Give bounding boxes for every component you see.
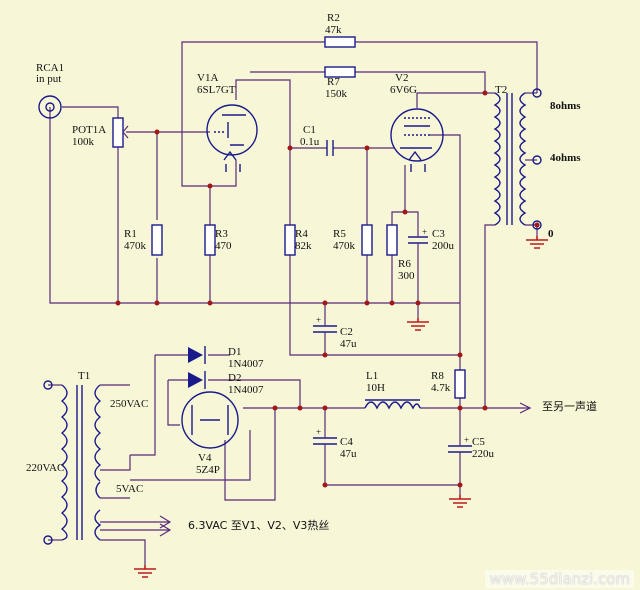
r2-label: R2 bbox=[327, 12, 340, 24]
pot1a-label: POT1A bbox=[72, 124, 107, 136]
r5-label: R5 bbox=[333, 228, 346, 240]
v2-type: 6V6G bbox=[390, 84, 417, 96]
r3-resistor bbox=[204, 224, 216, 256]
c1-label: C1 bbox=[303, 124, 316, 136]
r2-resistor bbox=[324, 36, 356, 48]
c1-value: 0.1u bbox=[300, 136, 320, 148]
svg-text:+: + bbox=[464, 435, 469, 445]
r4-value: 82k bbox=[295, 240, 312, 252]
c5-label: C5 bbox=[472, 436, 485, 448]
r3-label: R3 bbox=[215, 228, 228, 240]
c3-label: C3 bbox=[432, 228, 445, 240]
rca-jack bbox=[38, 95, 62, 119]
v2-label: V2 bbox=[395, 72, 409, 84]
pot1a-resistor bbox=[112, 117, 124, 148]
r1-resistor bbox=[151, 224, 163, 256]
c2-label: C2 bbox=[340, 326, 353, 338]
svg-text:+: + bbox=[422, 227, 427, 237]
r6-label: R6 bbox=[398, 258, 411, 270]
v4-type: 5Z4P bbox=[196, 464, 220, 476]
v1a-type: 6SL7GT bbox=[197, 84, 236, 96]
t1-label: T1 bbox=[78, 370, 91, 382]
r7-label: R7 bbox=[327, 76, 340, 88]
c5-capacitor bbox=[448, 440, 472, 462]
t2-transformer bbox=[493, 88, 542, 230]
junction-dots bbox=[115, 90, 540, 488]
r8-label: R8 bbox=[431, 370, 444, 382]
r8-resistor bbox=[454, 369, 466, 399]
rca1-sub-label: in put bbox=[36, 73, 62, 85]
filament-arrows bbox=[100, 515, 172, 537]
sec-250vac-label: 250VAC bbox=[110, 398, 149, 410]
r5-resistor bbox=[361, 224, 373, 256]
d2-label: D2 bbox=[228, 372, 242, 384]
v1a-tube bbox=[206, 104, 258, 172]
v4-label: V4 bbox=[198, 452, 212, 464]
l1-value: 10H bbox=[366, 382, 385, 394]
sec-63vac-label: 6.3VAC 至V1、V2、V3热丝 bbox=[188, 519, 330, 532]
pri-220vac-label: 220VAC bbox=[26, 462, 65, 474]
r1-label: R1 bbox=[124, 228, 137, 240]
c4-value: 47u bbox=[340, 448, 357, 460]
wires bbox=[48, 41, 538, 565]
c3-value: 200u bbox=[432, 240, 454, 252]
tap-8ohms-label: 8ohms bbox=[550, 100, 581, 112]
rca1-label: RCA1 bbox=[36, 62, 65, 74]
d1-diode bbox=[188, 346, 206, 364]
d1-type: 1N4007 bbox=[228, 358, 264, 370]
r7-value: 150k bbox=[325, 88, 347, 100]
tap-4ohms-label: 4ohms bbox=[550, 152, 581, 164]
v2-tube bbox=[390, 108, 444, 172]
r2-value: 47k bbox=[325, 24, 342, 36]
to-other-channel-label: 至另一声道 bbox=[542, 400, 597, 413]
r6-resistor bbox=[386, 224, 398, 256]
r3-value: 470 bbox=[215, 240, 232, 252]
watermark: www.55dianzi.com bbox=[485, 570, 634, 588]
pot1a-value: 100k bbox=[72, 136, 94, 148]
r4-label: R4 bbox=[295, 228, 308, 240]
d2-diode bbox=[188, 371, 206, 389]
tap-0-label: 0 bbox=[548, 228, 554, 240]
v1a-label: V1A bbox=[197, 72, 219, 84]
c3-capacitor bbox=[408, 225, 428, 255]
svg-text:+: + bbox=[316, 315, 321, 325]
svg-text:+: + bbox=[316, 427, 321, 437]
c4-capacitor bbox=[313, 430, 337, 452]
c5-value: 220u bbox=[472, 448, 494, 460]
c2-value: 47u bbox=[340, 338, 357, 350]
r4-resistor bbox=[284, 224, 296, 256]
polarity-marks: + + + + bbox=[316, 227, 469, 445]
v4-tube bbox=[181, 391, 239, 449]
t1-transformer bbox=[43, 380, 102, 545]
r5-value: 470k bbox=[333, 240, 355, 252]
r1-value: 470k bbox=[124, 240, 146, 252]
r6-value: 300 bbox=[398, 270, 415, 282]
t2-label: T2 bbox=[495, 84, 508, 96]
output-arrow bbox=[519, 402, 532, 414]
l1-inductor bbox=[364, 399, 421, 410]
r8-value: 4.7k bbox=[431, 382, 451, 394]
c1-capacitor bbox=[326, 140, 334, 156]
c2-capacitor bbox=[313, 318, 337, 340]
ground-symbols bbox=[134, 236, 548, 578]
d1-label: D1 bbox=[228, 346, 242, 358]
r7-resistor bbox=[324, 66, 356, 78]
pot-wiper bbox=[122, 125, 129, 139]
l1-label: L1 bbox=[366, 370, 379, 382]
c4-label: C4 bbox=[340, 436, 353, 448]
sec-5vac-label: 5VAC bbox=[116, 483, 144, 495]
d2-type: 1N4007 bbox=[228, 384, 264, 396]
